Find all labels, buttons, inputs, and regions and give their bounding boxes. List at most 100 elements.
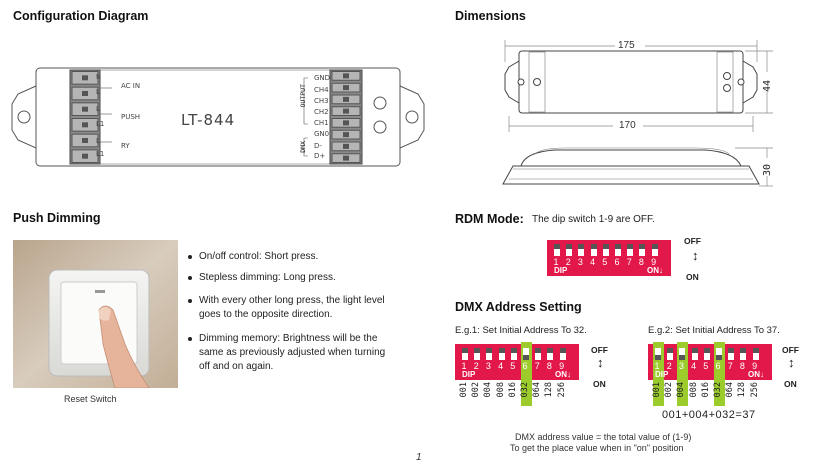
dip-number: 4 — [498, 361, 504, 371]
dip-value-highlight — [676, 380, 689, 406]
bullet-text-line-1: With every other long press, the light l… — [199, 295, 385, 306]
terminal-label-d-minus: D- — [314, 142, 322, 150]
dip-value: 128 — [544, 382, 555, 398]
dip-value: 032 — [713, 382, 723, 398]
dmx-example-1: E.g.1: Set Initial Address To 32. — [455, 325, 587, 336]
dip-slider — [462, 348, 468, 360]
dip-value-highlight — [520, 380, 532, 406]
dip-number: 5 — [602, 257, 608, 267]
top-view-body — [518, 50, 744, 114]
screw-slot — [343, 73, 349, 79]
dip-knob — [462, 348, 468, 353]
dip-highlight — [520, 342, 532, 382]
dip-slider — [590, 244, 597, 256]
dip-knob — [716, 355, 722, 360]
dip-knob — [615, 244, 621, 249]
screw-slot — [343, 96, 349, 102]
dip-number: 9 — [651, 257, 657, 267]
dip-on-label: ON↓ — [555, 370, 571, 379]
screw-slot — [82, 91, 88, 96]
dip-knob — [547, 348, 554, 353]
dip-number: 4 — [691, 361, 697, 371]
dip-label: DIP — [462, 370, 476, 379]
dip-value: 008 — [688, 382, 699, 398]
terminal-label-gnd: GND — [314, 74, 331, 82]
screw-slot — [343, 132, 349, 138]
bullet-text: Stepless dimming: Long press. — [199, 272, 336, 283]
dip-slider — [667, 348, 674, 360]
dip-slider — [716, 348, 722, 360]
dip-number: 9 — [559, 361, 565, 371]
dip-number: 6 — [522, 361, 528, 371]
page-number: 1 — [416, 452, 422, 463]
dip-value: 256 — [749, 382, 760, 398]
dip-knob — [578, 244, 585, 249]
dip-knob — [691, 348, 698, 353]
dip-knob — [740, 348, 747, 353]
dip-number: 2 — [565, 257, 571, 267]
terminal-label-ch3: CH3 — [314, 97, 329, 105]
dip-number: 7 — [626, 257, 632, 267]
dip-slider — [547, 348, 554, 360]
dip-slider — [474, 348, 481, 360]
ex1-on-label: ON — [593, 379, 606, 389]
dip-value: 002 — [471, 382, 482, 398]
terminal-label-l1-2: L1 — [96, 150, 105, 158]
bullet-text-line-1: Dimming memory: Brightness will be the — [199, 333, 378, 344]
dip-slider — [498, 348, 505, 360]
reset-switch-photo — [13, 240, 178, 388]
dip-number: 6 — [715, 361, 721, 371]
dip-label: DIP — [655, 370, 669, 379]
screw-slot — [82, 75, 88, 81]
dip-knob — [535, 348, 542, 353]
dip-knob — [627, 244, 634, 249]
dip-knob — [510, 348, 517, 353]
dip-value: 256 — [556, 382, 567, 398]
dip-number: 4 — [590, 257, 596, 267]
config-title: Configuration Diagram — [13, 9, 149, 23]
push-bullet-2: Stepless dimming: Long press. — [188, 271, 418, 285]
dmx-note-1: DMX address value = the total value of (… — [515, 432, 692, 442]
dip-number: 8 — [739, 361, 745, 371]
rdm-off-label: OFF — [684, 236, 701, 246]
bullet-text: On/off control: Short press. — [199, 251, 319, 262]
rdm-text: The dip switch 1-9 are OFF. — [532, 214, 655, 225]
dim-inner-length: 170 — [619, 120, 636, 131]
dim-length: 175 — [618, 40, 635, 51]
dip-knob — [602, 244, 609, 249]
dip-slider — [655, 348, 661, 360]
bullet-text-line-2: goes to the opposite direction. — [199, 309, 333, 320]
dip-value: 004 — [483, 382, 494, 398]
dip-value: 064 — [725, 382, 736, 398]
bullet-dot — [188, 299, 192, 303]
dip-value-highlight — [713, 380, 725, 406]
left-terminal-block — [69, 69, 101, 165]
screw-hole-left — [17, 110, 31, 124]
terminal-label-d-plus: D+ — [314, 152, 326, 160]
bullet-text-line-2: same as previously adjusted when turning — [199, 347, 386, 358]
dip-value: 004 — [676, 382, 687, 398]
dip-number: 2 — [666, 361, 672, 371]
dip-number: 1 — [461, 361, 467, 371]
dip-slider — [639, 244, 646, 256]
dip-slider — [559, 348, 566, 360]
dip-number: 3 — [485, 361, 491, 371]
dip-value: 002 — [664, 382, 675, 398]
dimensions-drawing — [502, 40, 773, 187]
dip-slider — [679, 348, 686, 360]
dip-value: 008 — [495, 382, 506, 398]
label-dmx: DMX — [299, 141, 307, 153]
dip-highlight — [652, 342, 664, 382]
dip-highlight — [676, 342, 689, 382]
dip-knob — [590, 244, 597, 249]
dip-knob — [498, 348, 505, 353]
dip-knob — [728, 348, 735, 353]
screw-hole-right — [405, 110, 419, 124]
bullet-dot — [188, 337, 192, 341]
dip-slider — [651, 244, 658, 256]
label-ry: RY — [121, 142, 130, 150]
